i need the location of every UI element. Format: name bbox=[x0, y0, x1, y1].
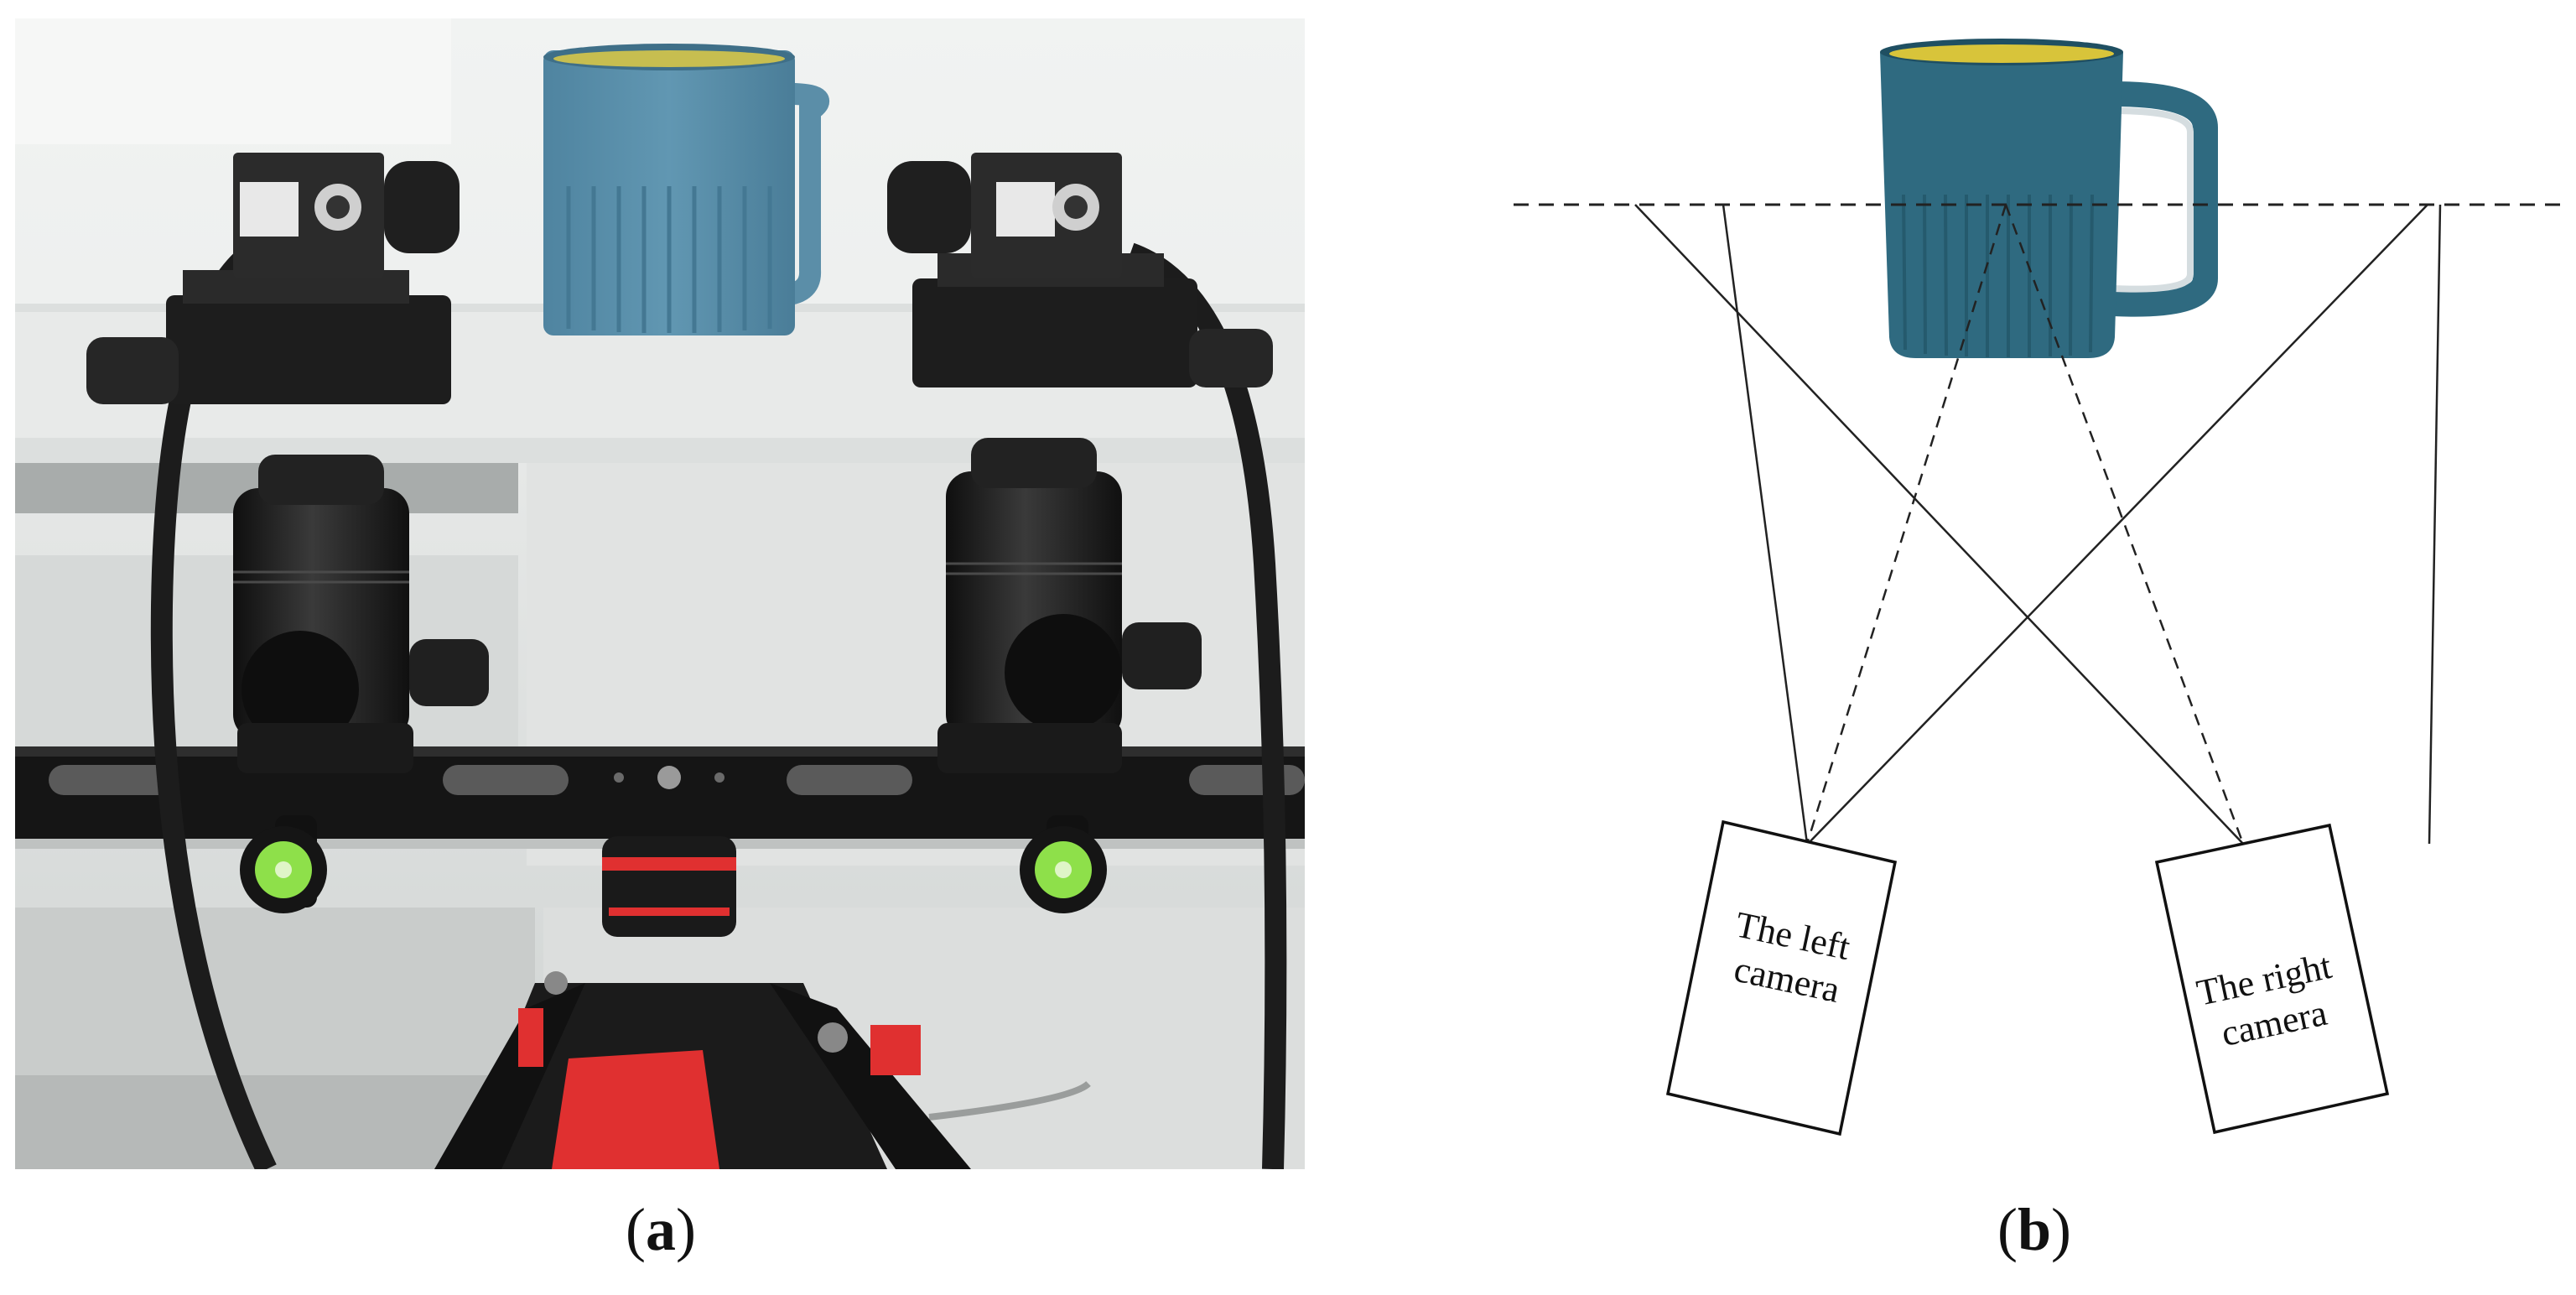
right-camera-box: The right camera bbox=[2154, 823, 2390, 1135]
photo-cup bbox=[543, 44, 830, 335]
diagram-cup bbox=[1880, 39, 2218, 358]
right-ray-dashed bbox=[2004, 204, 2245, 845]
rig-photo bbox=[15, 18, 1305, 1169]
left-camera-box: The left camera bbox=[1665, 819, 1898, 1136]
caption-b-letter: b bbox=[2017, 1196, 2052, 1263]
caption-a-open: ( bbox=[626, 1196, 646, 1263]
left-fov-right-edge bbox=[2428, 204, 2442, 845]
caption-b-open: ( bbox=[1997, 1196, 2018, 1263]
caption-b-close: ) bbox=[2051, 1196, 2071, 1263]
tripod bbox=[434, 836, 971, 1169]
right-fov-right-edge bbox=[1807, 204, 2428, 845]
photo-panel bbox=[15, 18, 1305, 1169]
caption-b: (b) bbox=[1950, 1199, 2118, 1260]
left-ray-dashed bbox=[1805, 204, 2007, 845]
diagram-panel: The left camera The right camera bbox=[1493, 18, 2576, 1193]
caption-a-letter: a bbox=[646, 1196, 676, 1263]
stereo-diagram: The left camera The right camera bbox=[1514, 39, 2566, 1136]
right-camera-assembly bbox=[887, 153, 1287, 1169]
caption-a: (a) bbox=[577, 1199, 745, 1260]
caption-a-close: ) bbox=[676, 1196, 696, 1263]
right-fov-left-edge bbox=[1722, 204, 1809, 845]
left-camera-assembly bbox=[86, 153, 489, 1169]
